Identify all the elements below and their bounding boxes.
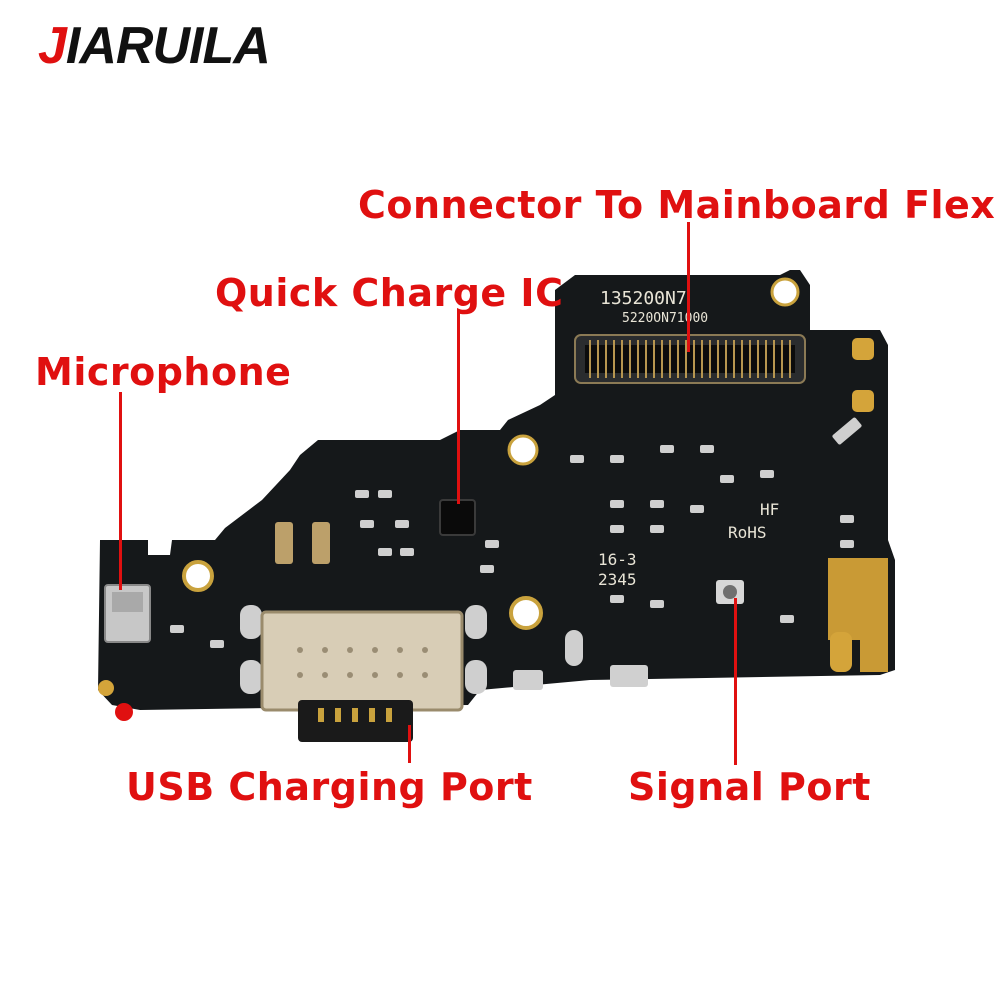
label-connector: Connector To Mainboard Flex <box>358 183 996 227</box>
gold-pad <box>852 338 874 360</box>
gold-shield-pad <box>828 558 888 672</box>
silk-code-line1: 16-3 <box>598 550 637 569</box>
silk-hf: HF <box>760 500 779 519</box>
red-dot <box>115 703 133 721</box>
silk-sub-number: 5220ON71000 <box>622 311 708 326</box>
leader-line-usb <box>408 725 411 763</box>
usb-c-port <box>260 610 464 712</box>
usb-c-dimples <box>297 647 428 678</box>
mount-hole <box>509 596 543 630</box>
gold-pad <box>852 390 874 412</box>
gold-pad <box>98 680 114 696</box>
silk-part-number: 135200N7 <box>600 288 687 309</box>
mount-hole <box>770 277 800 307</box>
label-microphone: Microphone <box>35 350 292 394</box>
label-quick-charge: Quick Charge IC <box>215 271 564 315</box>
inductor <box>312 522 330 564</box>
gold-pad <box>830 632 852 672</box>
connector-pins <box>589 340 791 378</box>
leader-line-microphone <box>119 392 122 590</box>
silk-code-line2: 2345 <box>598 570 637 589</box>
silk-rohs: RoHS <box>728 523 767 542</box>
smd-components <box>170 445 854 648</box>
flex-connector-slot <box>585 345 795 373</box>
leader-line-signal <box>734 598 737 765</box>
quick-charge-ic <box>439 499 476 536</box>
mount-hole <box>507 434 539 466</box>
inductor <box>275 522 293 564</box>
usb-c-legs <box>318 708 392 722</box>
label-usb-port: USB Charging Port <box>126 765 533 809</box>
brand-logo: JIARUILA <box>38 17 271 75</box>
leader-line-connector <box>687 222 690 352</box>
leader-line-quick-charge <box>457 312 460 504</box>
mount-hole <box>182 560 214 592</box>
label-signal-port: Signal Port <box>628 765 871 809</box>
